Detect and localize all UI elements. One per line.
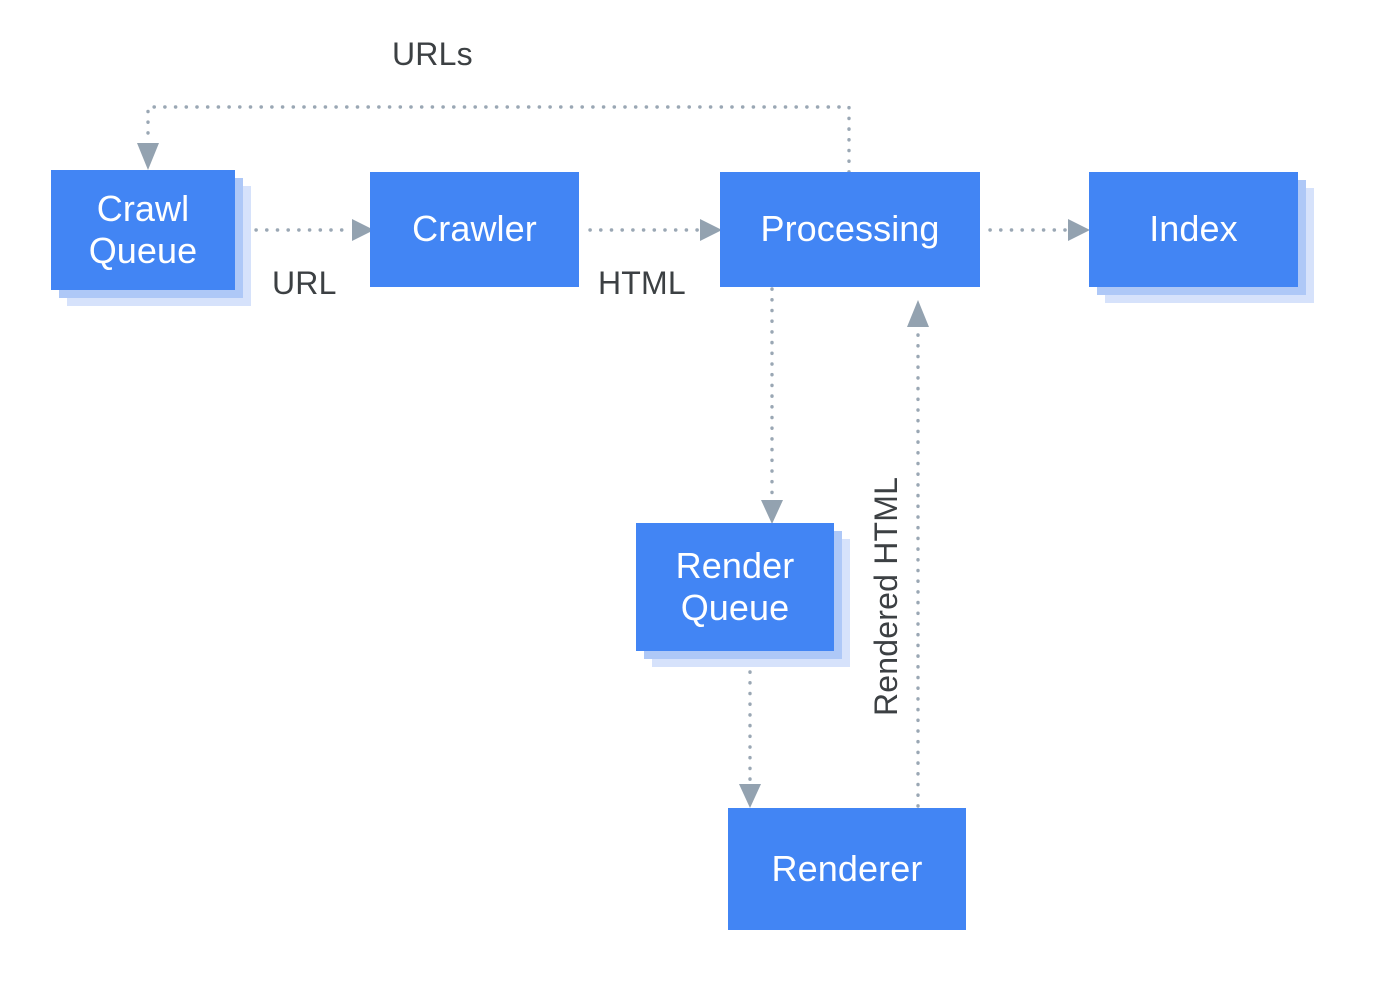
node-processing[interactable]: Processing [720,172,980,287]
index-label: Index [1089,172,1298,287]
node-renderer[interactable]: Renderer [728,808,966,930]
node-crawler[interactable]: Crawler [370,172,579,287]
renderer-label: Renderer [728,808,966,930]
crawler-label: Crawler [370,172,579,287]
node-render-queue[interactable]: Render Queue [636,523,850,667]
edge-label-url: URL [272,265,337,301]
edge-renderer-to-processing [907,300,929,808]
edge-processing-to-crawlqueue [137,105,851,174]
node-crawl-queue[interactable]: Crawl Queue [51,170,251,306]
edge-label-urls: URLs [392,36,473,72]
render-queue-label: Render Queue [636,523,834,651]
edge-label-html: HTML [598,265,686,301]
crawl-queue-label: Crawl Queue [51,170,235,290]
processing-label: Processing [720,172,980,287]
edge-crawler-to-processing [588,219,722,241]
edge-label-rendered-html: Rendered HTML [868,476,904,716]
edge-renderqueue-to-renderer [739,670,761,808]
node-index[interactable]: Index [1089,172,1314,303]
edge-crawlqueue-to-crawler [254,219,374,241]
edge-processing-to-renderqueue [761,287,783,524]
edge-processing-to-index [988,219,1090,241]
